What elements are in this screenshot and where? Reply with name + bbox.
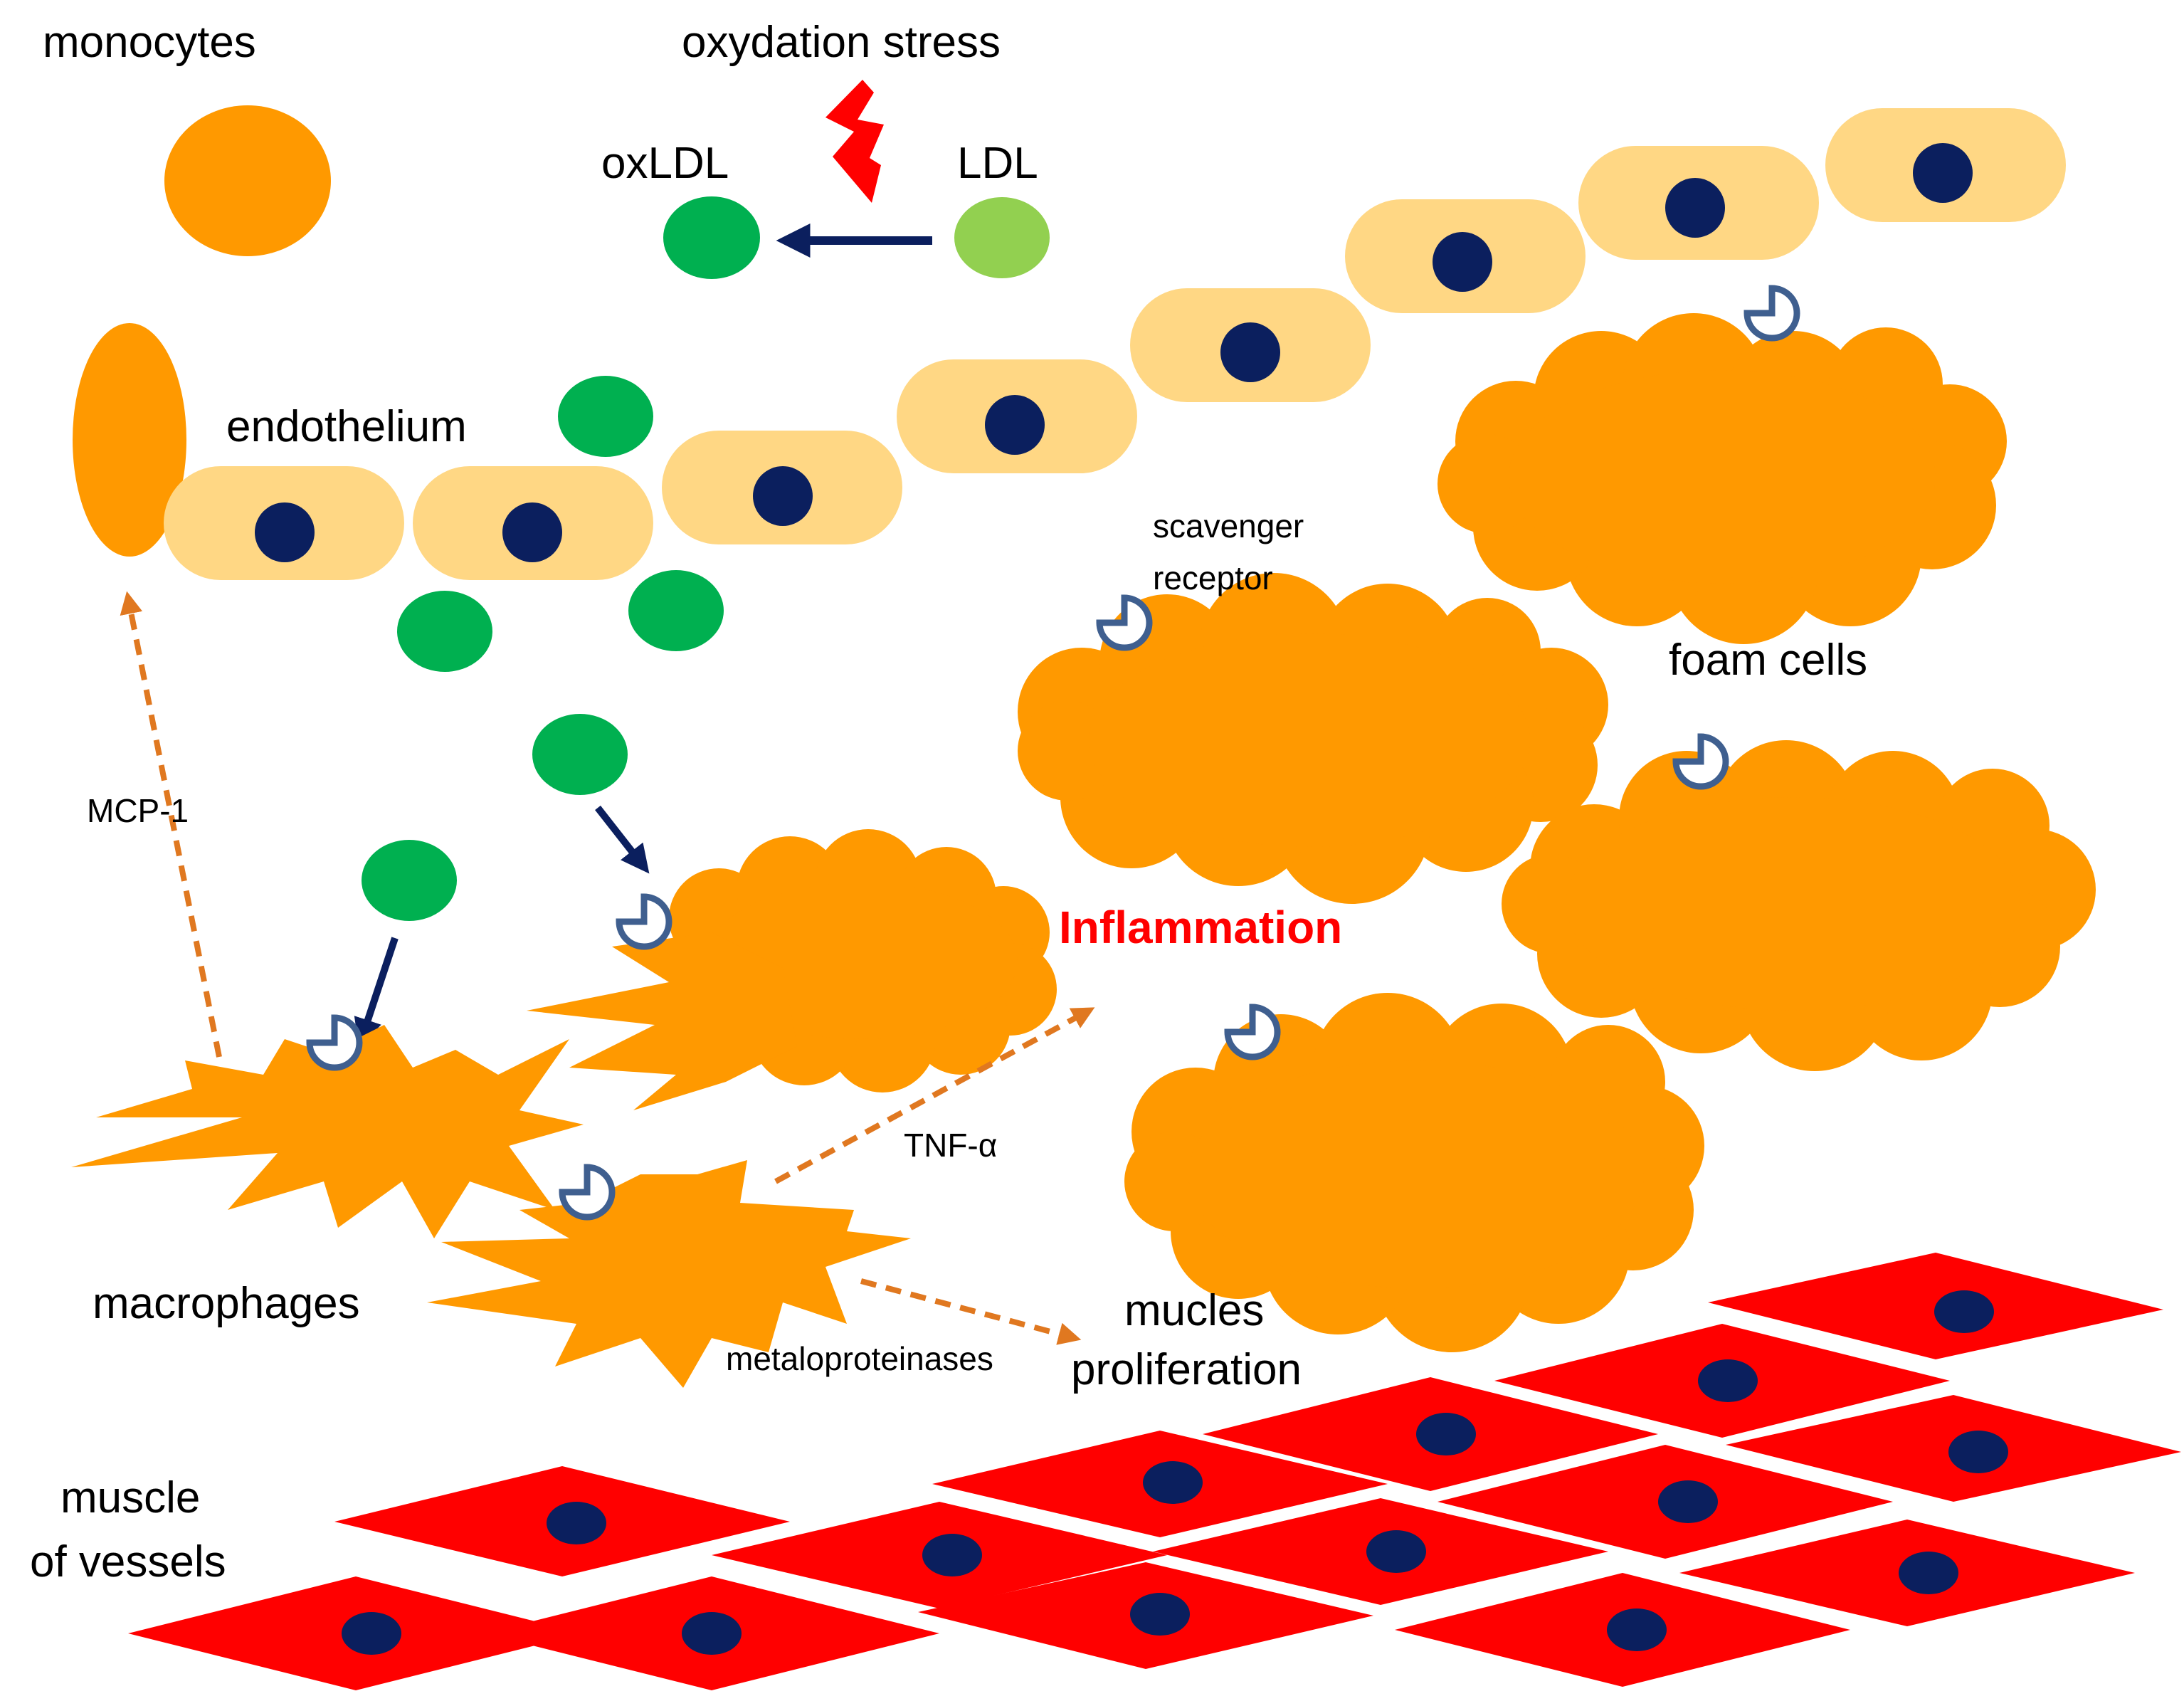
label-oxldl: oxLDL [601,139,729,188]
pac-man-receptor-icon [1096,594,1153,651]
cell-nucleus [1934,1290,1994,1333]
cell-nucleus [255,502,315,562]
label-monocytes: monocytes [43,18,256,67]
metaloproteinases-arrow [860,1278,1082,1345]
pac-man-receptor-icon [1672,733,1729,790]
cell-nucleus [1607,1608,1667,1651]
pac-man-receptor-icon [1743,285,1800,342]
uptake-arrow [354,937,399,1048]
cell-nucleus [1913,143,1973,203]
cell-nucleus [1143,1461,1203,1504]
oxldl-particle [628,570,724,651]
label-muscle-line2: of vessels [30,1537,226,1586]
macrophage-foam-cell [527,829,1057,1110]
uptake-arrow [595,805,650,874]
cell-nucleus [1948,1431,2008,1473]
oxldl-particle [532,714,628,795]
label-mucles-line2: proliferation [1071,1345,1302,1394]
pac-man-receptor-icon [616,893,672,950]
cell-nucleus [547,1502,606,1544]
cell-nucleus [922,1534,982,1576]
label-tnf: TNF-α [904,1127,997,1164]
foam-cell [1502,740,2096,1071]
macrophage [427,1160,911,1388]
cell-nucleus [1416,1413,1476,1455]
oxldl-particle [362,840,457,921]
cell-nucleus [502,502,562,562]
cell-nucleus [342,1612,401,1655]
label-foam-cells: foam cells [1669,636,1867,685]
pac-man-receptor-icon [306,1014,363,1071]
monocyte-elongated [73,323,186,557]
label-scavenger-line2: receptor [1153,559,1273,596]
label-macrophages: macrophages [93,1279,360,1328]
lightning-bolt-icon [825,80,884,203]
foam-cell [1437,313,2007,644]
cell-nucleus [1433,232,1492,292]
label-ldl: LDL [957,139,1038,188]
label-scavenger-line1: scavenger [1153,507,1304,544]
ldl-particle [954,197,1050,278]
pac-man-receptor-icon [1224,1004,1281,1060]
cell-nucleus [753,466,813,526]
macrophage [71,1025,584,1238]
cell-nucleus [985,395,1045,455]
foam-cell [1018,573,1608,904]
label-oxydation-stress: oxydation stress [682,18,1001,67]
cell-nucleus [682,1612,742,1655]
label-inflammation: Inflammation [1059,902,1342,953]
label-mcp1: MCP-1 [87,792,189,829]
endothelium-layer [164,108,2066,580]
pac-man-receptor-icon [559,1164,616,1221]
mcp1-arrow [120,591,222,1058]
vessel-muscle-layer [128,1253,2181,1690]
cell-nucleus [1130,1593,1190,1636]
label-endothelium: endothelium [226,402,467,451]
oxldl-particle [558,376,653,457]
tnf-arrow [774,1007,1095,1184]
monocyte-round [164,105,331,256]
oxldl-particle [663,196,760,279]
label-muscle-line1: muscle [60,1473,200,1522]
cell-nucleus [1658,1480,1718,1523]
label-mucles-line1: mucles [1124,1286,1264,1335]
cell-nucleus [1665,178,1725,238]
label-metaloproteinases: metaloproteinases [726,1340,993,1377]
cell-nucleus [1899,1552,1958,1594]
cell-nucleus [1366,1530,1426,1573]
cell-nucleus [1220,322,1280,382]
oxldl-particle [397,591,492,672]
cell-nucleus [1698,1359,1758,1402]
